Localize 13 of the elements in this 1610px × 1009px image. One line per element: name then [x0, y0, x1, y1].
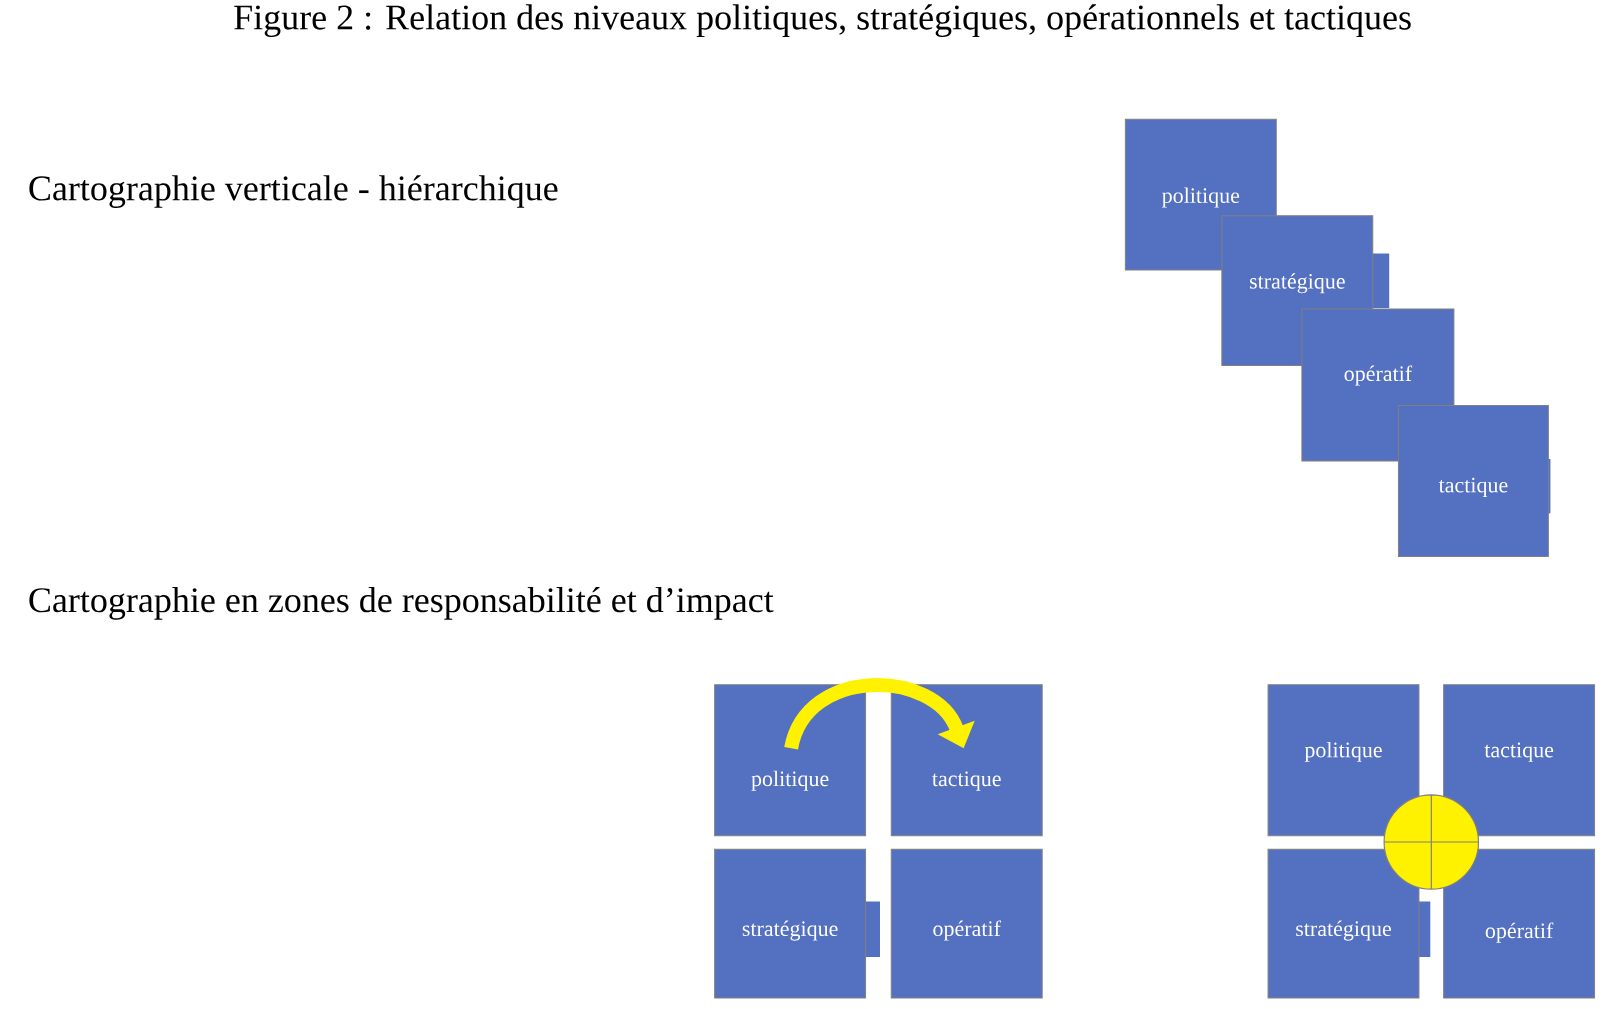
section-heading: Cartographie verticale - hiérarchique — [29, 175, 558, 208]
figure-title: Figure 2 : Relation des niveaux politiques, stratégiques, opérationnels et tactiques — [234, 4, 1411, 38]
level-box: tactique — [1397, 405, 1551, 557]
level-box: stratégique — [714, 848, 880, 999]
level-box: opératif — [1443, 848, 1596, 999]
level-box: politique — [714, 684, 867, 837]
level-box: politique — [1267, 684, 1420, 837]
level-box: tactique — [890, 684, 1043, 837]
section-heading: Cartographie en zones de responsabilité et d’impact — [29, 586, 774, 620]
level-box: stratégique — [1267, 848, 1431, 999]
curved-arrow — [784, 678, 975, 751]
level-box: opératif — [890, 848, 1043, 999]
level-box: tactique — [1443, 684, 1596, 837]
